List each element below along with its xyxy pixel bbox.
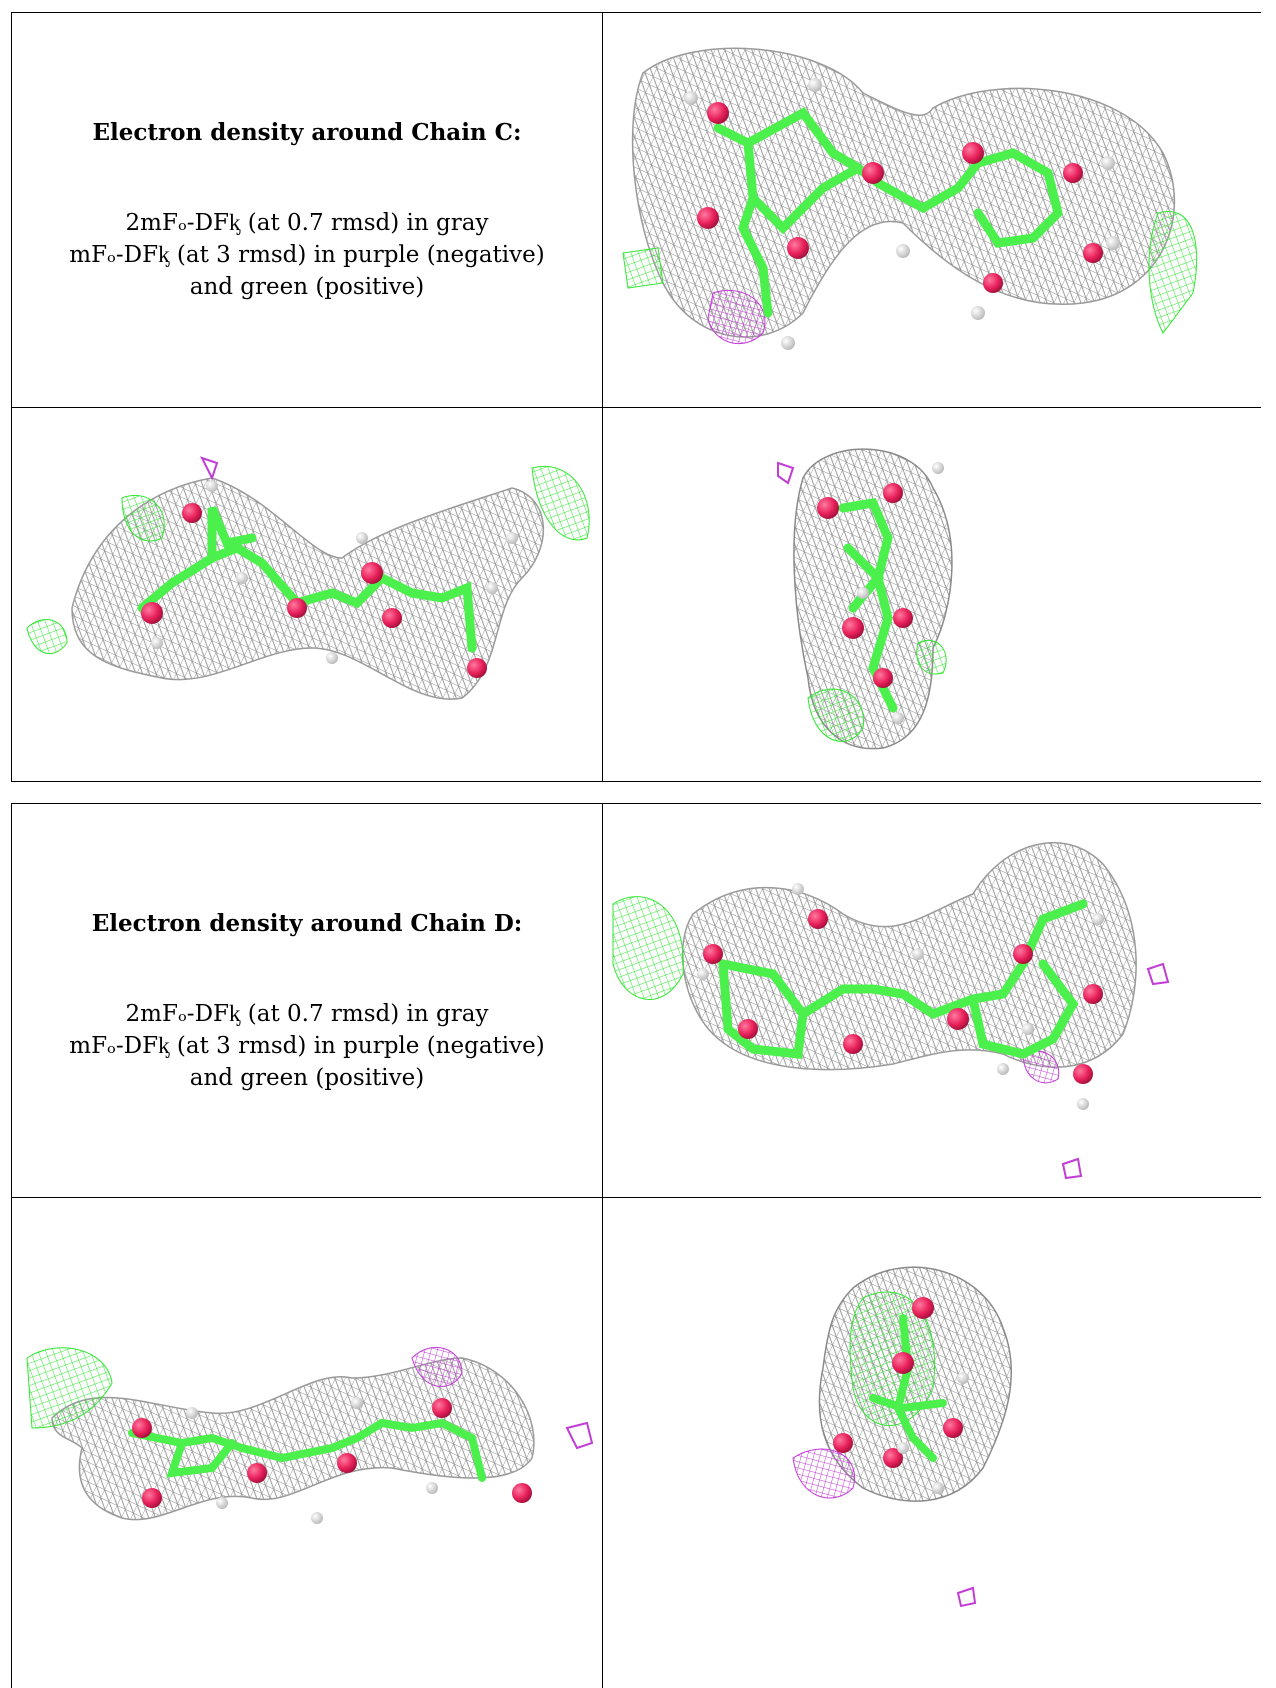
chain-c-title: Electron density around Chain C: [92, 119, 522, 146]
chain-d-density-view-1 [603, 804, 1261, 1197]
legend-line-green: and green (positive) [189, 274, 425, 300]
chain-c-density-view-1 [603, 13, 1261, 407]
chain-d-caption: Electron density around Chain D: 2mFₒ-DF… [12, 804, 602, 1197]
legend-line-purple: mFₒ-DFᶄ (at 3 rmsd) in purple (negative) [69, 1032, 545, 1059]
chain-d-density-view-3 [603, 1198, 1261, 1688]
chain-c-table: Electron density around Chain C: 2mFₒ-DF… [11, 12, 1261, 782]
legend-line-gray: 2mFₒ-DFᶄ (at 0.7 rmsd) in gray [125, 210, 489, 236]
chain-d-title: Electron density around Chain D: [91, 909, 523, 937]
chain-d-table: Electron density around Chain D: 2mFₒ-DF… [11, 803, 1261, 1688]
legend-line-green: and green (positive) [189, 1064, 425, 1091]
legend-line-purple: mFₒ-DFᶄ (at 3 rmsd) in purple (negative) [69, 242, 545, 268]
chain-c-density-view-3 [603, 408, 1261, 781]
chain-c-caption: Electron density around Chain C: 2mFₒ-DF… [12, 13, 602, 407]
chain-c-density-view-2 [12, 408, 602, 781]
legend-line-gray: 2mFₒ-DFᶄ (at 0.7 rmsd) in gray [125, 1000, 489, 1027]
chain-d-density-view-2 [12, 1198, 602, 1688]
